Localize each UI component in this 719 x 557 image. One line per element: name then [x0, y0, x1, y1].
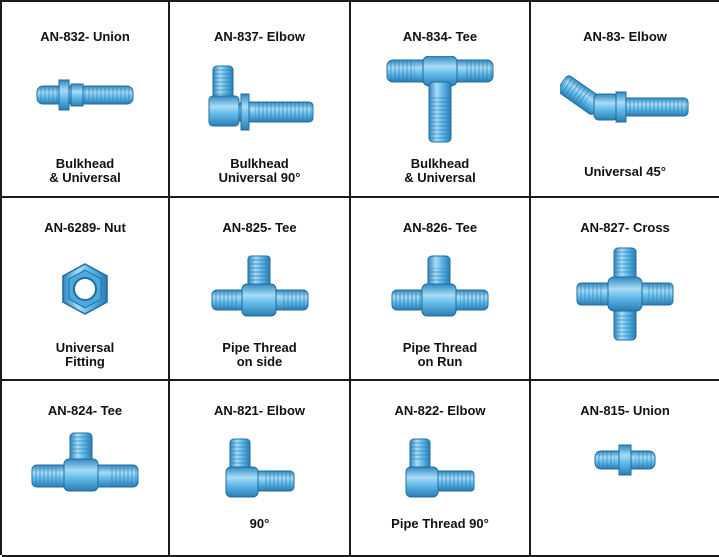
part-number: AN-815- Union: [580, 403, 670, 418]
fitting-cell-an-834: AN-834- Tee Bulkhead & Universal: [351, 2, 531, 198]
tee-fitting-icon: [31, 432, 139, 492]
hex-nut-icon: [62, 263, 108, 315]
part-number: AN-821- Elbow: [213, 403, 305, 418]
part-number: AN-826- Tee: [402, 220, 478, 235]
fitting-cell-an-825: AN-825- Tee Pipe Thread on side: [170, 198, 351, 381]
fitting-caption: Bulkhead Universal 90°: [218, 156, 301, 185]
part-number: AN-822- Elbow: [394, 403, 486, 418]
fitting-cell-an-83: AN-83- Elbow Universal 45°: [531, 2, 719, 198]
fitting-cell-an-6289: AN-6289- Nut Universal Fitting: [2, 198, 170, 381]
fitting-caption: Pipe Thread 90°: [391, 516, 489, 531]
fitting-caption: Bulkhead & Universal: [49, 156, 121, 185]
tee-bulkhead-fitting-icon: [386, 56, 494, 143]
fitting-caption: Bulkhead & Universal: [404, 156, 476, 185]
fitting-cell-an-822: AN-822- Elbow Pipe Thread 90°: [351, 381, 531, 557]
fitting-cell-an-821: AN-821- Elbow 90°: [170, 381, 351, 557]
part-number: AN-6289- Nut: [44, 220, 126, 235]
cross-fitting-icon: [576, 247, 674, 341]
fitting-caption: Pipe Thread on side: [222, 340, 297, 369]
elbow-45-fitting-icon: [560, 75, 689, 123]
fitting-cell-an-832: AN-832- Union Bulkhead & Universal: [2, 2, 170, 198]
elbow-90-pipe-thread-icon: [405, 438, 475, 498]
part-number: AN-837- Elbow: [213, 29, 305, 44]
fitting-cell-an-824: AN-824- Tee: [2, 381, 170, 557]
union-fitting-icon: [594, 444, 656, 476]
part-number: AN-834- Tee: [402, 29, 478, 44]
fitting-cell-an-827: AN-827- Cross: [531, 198, 719, 381]
tee-pipe-thread-run-icon: [391, 255, 489, 317]
part-number: AN-832- Union: [40, 29, 130, 44]
fitting-cell-an-826: AN-826- Tee Pipe Thread on Run: [351, 198, 531, 381]
part-number: AN-825- Tee: [222, 220, 297, 235]
part-number: AN-83- Elbow: [583, 29, 667, 44]
fitting-caption: Pipe Thread on Run: [402, 340, 478, 369]
elbow-90-bulkhead-fitting-icon: [208, 65, 313, 131]
elbow-90-fitting-icon: [225, 438, 294, 498]
fitting-cell-an-837: AN-837- Elbow Bulkhead Universal 90°: [170, 2, 351, 198]
fitting-caption: Universal 45°: [584, 164, 666, 179]
fitting-caption: 90°: [249, 516, 270, 531]
union-bulkhead-fitting-icon: [36, 79, 134, 111]
fitting-cell-an-815: AN-815- Union: [531, 381, 719, 557]
fitting-caption: Universal Fitting: [55, 340, 115, 369]
tee-pipe-thread-side-icon: [211, 255, 308, 317]
part-number: AN-824- Tee: [47, 403, 123, 418]
part-number: AN-827- Cross: [580, 220, 670, 235]
